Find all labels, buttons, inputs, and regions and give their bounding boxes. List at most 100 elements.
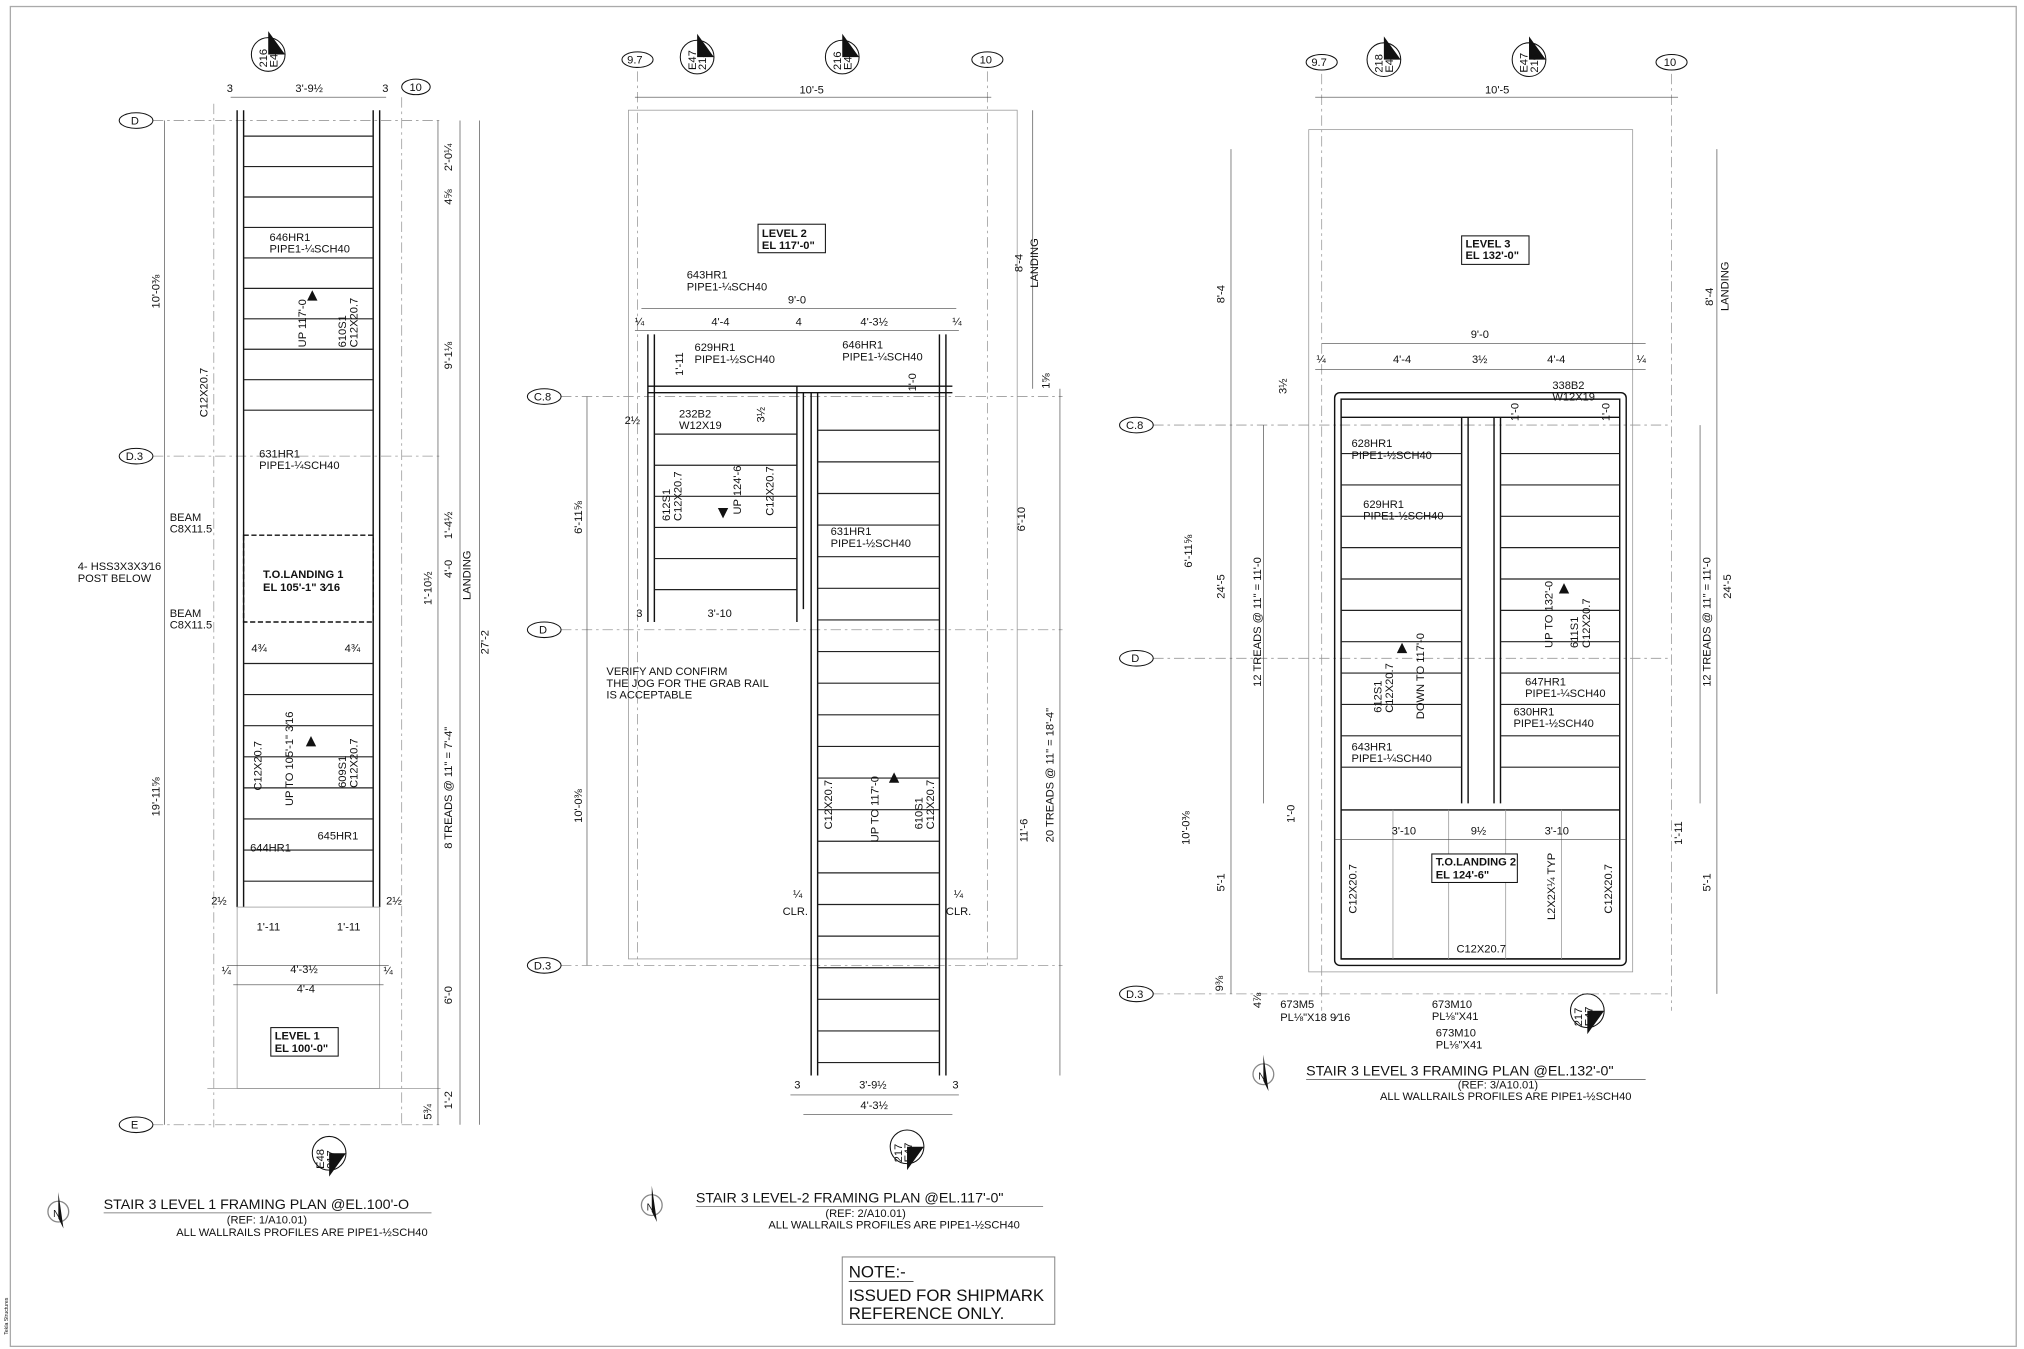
- grid-bubble-10: 10: [1655, 53, 1688, 71]
- svg-text:3: 3: [952, 1080, 958, 1092]
- grid-bubble-d3: D.3: [526, 957, 562, 974]
- svg-text:T.O.LANDING 2: T.O.LANDING 2: [1436, 857, 1516, 869]
- svg-text:1⅝: 1⅝: [1041, 373, 1053, 389]
- svg-text:1'-11: 1'-11: [257, 921, 281, 933]
- svg-text:C.8: C.8: [1126, 420, 1143, 432]
- svg-text:10: 10: [980, 55, 992, 67]
- svg-text:9'-0: 9'-0: [788, 294, 806, 306]
- svg-text:(REF: 1/A10.01): (REF: 1/A10.01): [227, 1214, 308, 1226]
- svg-text:C12X20.7: C12X20.7: [1384, 663, 1396, 712]
- svg-text:ISSUED FOR SHIPMARK: ISSUED FOR SHIPMARK: [849, 1286, 1045, 1305]
- grid-bubble-10: 10: [401, 78, 431, 96]
- svg-text:4⅞: 4⅞: [1252, 992, 1264, 1008]
- svg-text:PIPE1-½SCH40: PIPE1-½SCH40: [1363, 511, 1443, 523]
- svg-text:20 TREADS @ 11" = 18'-4": 20 TREADS @ 11" = 18'-4": [1044, 708, 1056, 842]
- svg-text:C12X20.7: C12X20.7: [673, 471, 685, 520]
- svg-text:19'-11⅝: 19'-11⅝: [150, 777, 162, 817]
- grid-bubble-d3: D.3: [118, 447, 154, 465]
- svg-text:PIPE1-¼SCH40: PIPE1-¼SCH40: [270, 244, 350, 256]
- grid-bubble-c8: C.8: [526, 388, 562, 405]
- svg-text:EL 124'-6": EL 124'-6": [1436, 870, 1489, 882]
- svg-text:L2X2X¼ TYP: L2X2X¼ TYP: [1546, 853, 1558, 920]
- svg-text:E49: E49: [1384, 53, 1396, 73]
- grid-bubble-9-7: 9.7: [1305, 53, 1338, 71]
- svg-text:9.7: 9.7: [1311, 57, 1326, 69]
- svg-text:611S1: 611S1: [1569, 617, 1581, 648]
- grid-bubble-e: E: [118, 1116, 154, 1134]
- svg-text:4⅝: 4⅝: [443, 189, 455, 205]
- svg-text:217: 217: [325, 1150, 337, 1169]
- svg-text:216: 216: [1529, 54, 1541, 73]
- svg-text:PIPE1-¼SCH40: PIPE1-¼SCH40: [1351, 753, 1431, 765]
- svg-text:LANDING: LANDING: [461, 551, 473, 600]
- grid-bubble-d: D: [118, 112, 154, 129]
- svg-text:T.O.LANDING 1: T.O.LANDING 1: [263, 569, 343, 581]
- svg-text:C.8: C.8: [534, 391, 551, 403]
- note-box: NOTE:- ISSUED FOR SHIPMARK REFERENCE ONL…: [841, 1256, 1056, 1325]
- svg-text:¼: ¼: [954, 889, 964, 901]
- svg-text:C12X20.7: C12X20.7: [823, 780, 835, 829]
- svg-text:9'-1⅛: 9'-1⅛: [443, 341, 455, 369]
- svg-text:609S1: 609S1: [337, 756, 349, 788]
- svg-text:EL 132'-0": EL 132'-0": [1466, 250, 1519, 262]
- svg-text:¼: ¼: [384, 965, 394, 977]
- svg-text:631HR1: 631HR1: [831, 526, 872, 538]
- svg-text:24'-5: 24'-5: [1722, 574, 1734, 598]
- svg-text:218: 218: [697, 51, 709, 70]
- svg-text:628HR1: 628HR1: [1351, 438, 1392, 450]
- svg-text:C12X20.7: C12X20.7: [349, 738, 361, 787]
- svg-text:4¾: 4¾: [345, 643, 361, 655]
- grid-bubble-d: D: [526, 621, 562, 639]
- grid-bubble-10: 10: [971, 51, 1004, 68]
- svg-text:D: D: [1131, 653, 1139, 665]
- svg-text:¼: ¼: [1317, 354, 1327, 366]
- svg-text:E47: E47: [842, 50, 854, 70]
- svg-text:9.7: 9.7: [627, 55, 642, 67]
- svg-text:¼: ¼: [1637, 354, 1647, 366]
- svg-text:PIPE1-¼SCH40: PIPE1-¼SCH40: [687, 281, 767, 293]
- svg-text:673M5: 673M5: [1280, 999, 1314, 1011]
- svg-text:3'-10: 3'-10: [1545, 826, 1569, 838]
- svg-text:6'-11⅝: 6'-11⅝: [1183, 534, 1195, 568]
- svg-text:PL⅛"X18 9⁄16: PL⅛"X18 9⁄16: [1280, 1012, 1350, 1024]
- svg-text:646HR1: 646HR1: [270, 232, 311, 244]
- svg-text:EL 105'-1" 3⁄16: EL 105'-1" 3⁄16: [263, 582, 340, 594]
- svg-text:W12X19: W12X19: [1552, 391, 1595, 403]
- svg-text:10'-5: 10'-5: [1485, 84, 1509, 96]
- svg-text:POST BELOW: POST BELOW: [78, 573, 152, 585]
- svg-text:610S1: 610S1: [914, 797, 926, 829]
- svg-text:8'-4: 8'-4: [1704, 288, 1716, 306]
- grid-bubble-d: D: [1119, 650, 1154, 667]
- svg-text:ALL WALLRAILS PROFILES ARE PIP: ALL WALLRAILS PROFILES ARE PIPE1-½SCH40: [176, 1227, 427, 1239]
- svg-text:IS ACCEPTABLE: IS ACCEPTABLE: [606, 689, 692, 701]
- svg-text:C12X20.7: C12X20.7: [1456, 943, 1505, 955]
- svg-text:645HR1: 645HR1: [317, 831, 358, 843]
- svg-text:646HR1: 646HR1: [842, 340, 883, 352]
- svg-text:2½: 2½: [211, 896, 226, 908]
- svg-text:PIPE1-½SCH40: PIPE1-½SCH40: [695, 354, 775, 366]
- plan-title: STAIR 3 LEVEL 1 FRAMING PLAN @EL.100'-O: [104, 1197, 409, 1213]
- svg-text:3½: 3½: [756, 407, 768, 422]
- svg-text:643HR1: 643HR1: [687, 270, 728, 282]
- svg-text:612S1: 612S1: [1372, 681, 1384, 713]
- svg-text:12 TREADS @ 11" = 11'-0: 12 TREADS @ 11" = 11'-0: [1252, 557, 1264, 687]
- svg-text:UP 124'-6: UP 124'-6: [732, 466, 744, 515]
- svg-text:11'-6: 11'-6: [1019, 819, 1031, 843]
- svg-text:630HR1: 630HR1: [1513, 706, 1554, 718]
- svg-text:9½: 9½: [1471, 826, 1486, 838]
- svg-text:2'-0¼: 2'-0¼: [443, 143, 455, 171]
- svg-text:1'-11: 1'-11: [337, 921, 361, 933]
- svg-text:D.3: D.3: [1126, 989, 1143, 1001]
- svg-text:UP TO 105'-1" 3⁄16: UP TO 105'-1" 3⁄16: [284, 711, 296, 806]
- svg-text:¼: ¼: [793, 889, 803, 901]
- svg-text:CLR.: CLR.: [946, 906, 971, 918]
- svg-text:217: 217: [1573, 1008, 1585, 1027]
- plan-title: STAIR 3 LEVEL-2 FRAMING PLAN @EL.117'-0": [696, 1191, 1004, 1207]
